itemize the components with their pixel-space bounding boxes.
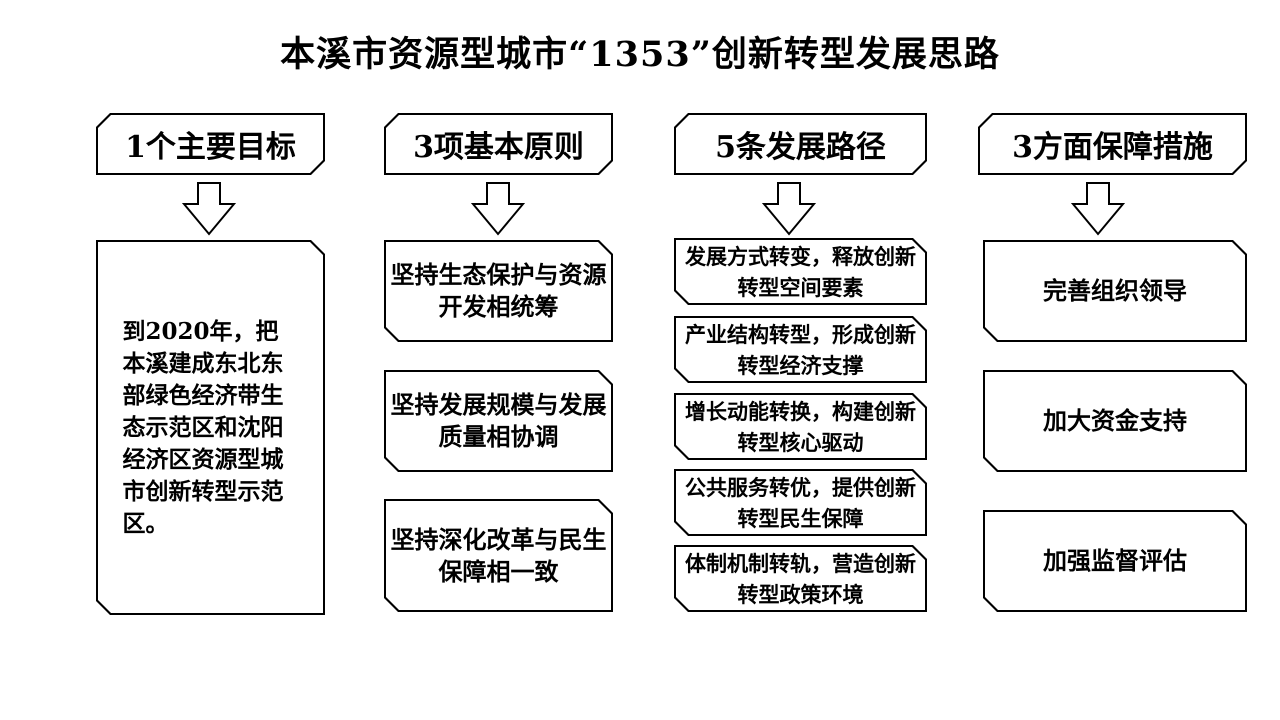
column-3-header-label: 5条发展路径 [676,115,925,173]
column-2-header-label: 3项基本原则 [386,115,611,173]
column-1-header: 1个主要目标 [96,113,325,175]
path-text-4: 公共服务转优，提供创新转型民生保障 [676,471,925,534]
path-box-1: 发展方式转变，释放创新转型空间要素 [674,238,927,305]
down-arrow-icon [762,182,816,236]
column-4-header: 3方面保障措施 [978,113,1247,175]
measure-box-2: 加大资金支持 [983,370,1247,472]
path-box-3: 增长动能转换，构建创新转型核心驱动 [674,393,927,460]
down-arrow-icon [471,182,525,236]
principle-box-1: 坚持生态保护与资源开发相统筹 [384,240,613,342]
path-box-2: 产业结构转型，形成创新转型经济支撑 [674,316,927,383]
measure-text-2: 加大资金支持 [985,372,1245,470]
path-text-2: 产业结构转型，形成创新转型经济支撑 [676,318,925,381]
principle-text-3: 坚持深化改革与民生保障相一致 [386,501,611,610]
path-box-4: 公共服务转优，提供创新转型民生保障 [674,469,927,536]
path-text-5: 体制机制转轨，营造创新转型政策环境 [676,547,925,610]
column-2-header: 3项基本原则 [384,113,613,175]
measure-text-3: 加强监督评估 [985,512,1245,610]
path-box-5: 体制机制转轨，营造创新转型政策环境 [674,545,927,612]
goal-box: 到2020年，把本溪建成东北东部绿色经济带生态示范区和沈阳经济区资源型城市创新转… [96,240,325,615]
measure-box-1: 完善组织领导 [983,240,1247,342]
down-arrow-icon [182,182,236,236]
principle-box-3: 坚持深化改革与民生保障相一致 [384,499,613,612]
column-1-header-label: 1个主要目标 [98,115,323,173]
path-text-3: 增长动能转换，构建创新转型核心驱动 [676,395,925,458]
down-arrow-icon [1071,182,1125,236]
goal-text: 到2020年，把本溪建成东北东部绿色经济带生态示范区和沈阳经济区资源型城市创新转… [122,317,284,537]
path-text-1: 发展方式转变，释放创新转型空间要素 [676,240,925,303]
measure-text-1: 完善组织领导 [985,242,1245,340]
principle-text-1: 坚持生态保护与资源开发相统筹 [386,242,611,340]
column-3-header: 5条发展路径 [674,113,927,175]
diagram-title: 本溪市资源型城市“1353”创新转型发展思路 [280,34,1000,75]
measure-box-3: 加强监督评估 [983,510,1247,612]
principle-box-2: 坚持发展规模与发展质量相协调 [384,370,613,472]
principle-text-2: 坚持发展规模与发展质量相协调 [386,372,611,470]
column-4-header-label: 3方面保障措施 [980,115,1245,173]
